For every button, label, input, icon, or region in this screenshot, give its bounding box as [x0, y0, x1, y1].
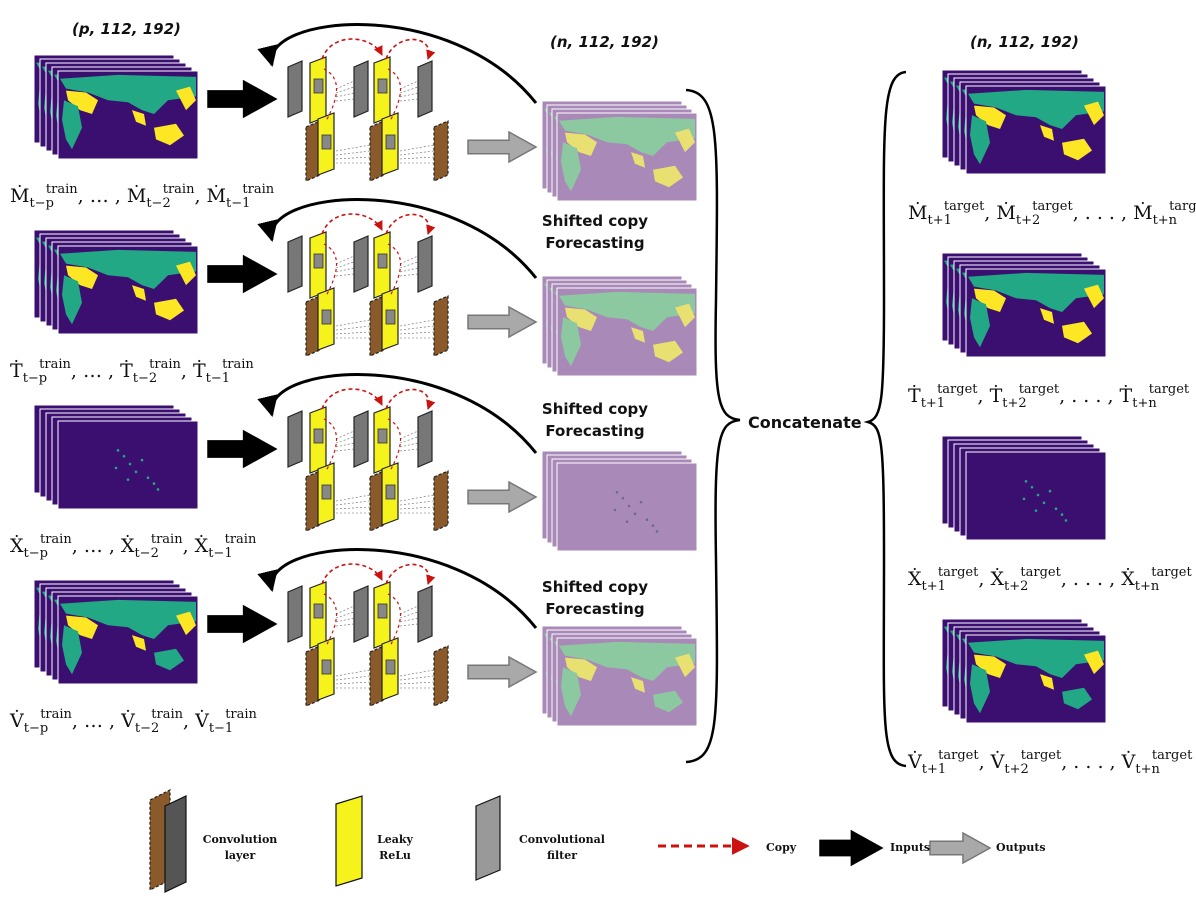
legend-outputs-icon	[929, 831, 992, 865]
input-caption-1: Ṁt−ptrain, … , Ṁt−2train, Ṁt−1train	[10, 182, 275, 211]
legend-inputs-icon	[819, 829, 884, 867]
input-caption-3: Ẋt−ptrain, … , Ẋt−2train, Ẋt−1train	[10, 532, 257, 561]
legend-outputs-label: Outputs	[996, 841, 1046, 854]
convlstm-block-3	[287, 388, 449, 532]
legend-inputs-label: Inputs	[890, 841, 931, 854]
output-stack-4	[541, 625, 698, 727]
target-stack-1	[941, 69, 1107, 175]
output-stack-3	[541, 450, 698, 552]
left-brace	[685, 88, 741, 764]
convlstm-block-1	[287, 38, 449, 182]
legend-leaky-relu-icon	[335, 795, 363, 887]
feedback-arrow-4	[257, 548, 538, 629]
input-arrow-3	[207, 429, 278, 469]
output-stack-1	[541, 100, 698, 202]
target-shape-label: (n, 112, 192)	[970, 33, 1079, 51]
output-arrow-1	[467, 130, 538, 164]
input-arrow-4	[207, 604, 278, 644]
convlstm-block-2	[287, 213, 449, 357]
output-stack-2	[541, 275, 698, 377]
target-stack-4	[941, 618, 1107, 724]
input-caption-2: Ṫt−ptrain, … , Ṫt−2train, Ṫt−1train	[10, 357, 254, 386]
feedback-arrow-3	[257, 373, 538, 454]
target-stack-2	[941, 252, 1107, 358]
output-shape-label: (n, 112, 192)	[550, 33, 659, 51]
input-stack-4	[33, 579, 199, 685]
target-caption-4: V̇t+1target, V̇t+2target, . . . , V̇t+nt…	[908, 748, 1193, 777]
target-caption-1: Ṁt+1target, Ṁt+2target, . . . , Ṁt+ntarg…	[908, 199, 1196, 228]
output-arrow-2	[467, 305, 538, 339]
target-stack-3	[941, 435, 1107, 541]
input-shape-label: (p, 112, 192)	[72, 20, 181, 38]
legend-copy-label: Copy	[766, 841, 797, 854]
input-arrow-1	[207, 79, 278, 119]
convlstm-block-4	[287, 563, 449, 707]
target-caption-2: Ṫt+1target, Ṫt+2target, . . . , Ṫt+ntarg…	[908, 382, 1190, 411]
output-arrow-4	[467, 655, 538, 689]
input-arrow-2	[207, 254, 278, 294]
input-stack-2	[33, 229, 199, 335]
concatenate-label: Concatenate	[748, 413, 862, 432]
input-stack-3	[33, 404, 199, 510]
feedback-arrow-1	[257, 23, 538, 104]
right-brace	[863, 70, 907, 768]
input-caption-4: V̇t−ptrain, … , V̇t−2train, V̇t−1train	[10, 707, 257, 736]
target-caption-3: Ẋt+1target, Ẋt+2target, . . . , Ẋt+ntarg…	[908, 565, 1192, 594]
output-arrow-3	[467, 480, 538, 514]
input-stack-1	[33, 54, 199, 160]
legend	[149, 789, 750, 893]
feedback-arrow-2	[257, 198, 538, 279]
legend-conv-filter-icon	[475, 795, 501, 881]
